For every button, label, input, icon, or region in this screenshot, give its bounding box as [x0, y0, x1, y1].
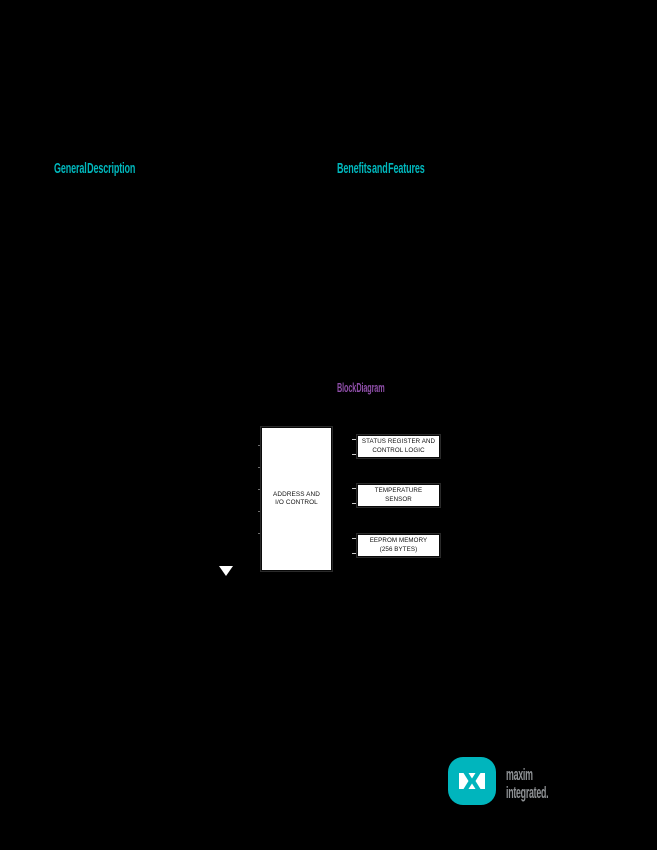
maxim-integrated-logo-icon — [448, 757, 496, 805]
block-address-io-control-line1: ADDRESS AND — [273, 490, 320, 498]
block-address-and-io-control: ADDRESS AND I/O CONTROL — [261, 427, 332, 571]
connector-stub — [352, 439, 356, 440]
heading-benefits-and-features: Benefits and Features — [337, 161, 425, 177]
connector-stub — [352, 454, 356, 455]
heading-general-description: General Description — [54, 161, 136, 177]
connector-tick — [258, 511, 261, 512]
heading-block-diagram: Block Diagram — [337, 381, 385, 395]
block-diagram: ADDRESS AND I/O CONTROL STATUS REGISTER … — [0, 415, 657, 590]
connector-tick — [258, 533, 261, 534]
block-temperature-sensor: TEMPERATURE SENSOR — [357, 484, 440, 507]
logo-wordmark-integrated: integrated. — [506, 783, 549, 802]
connector-stub — [352, 553, 356, 554]
block-status-register-line1: STATUS REGISTER AND — [361, 438, 436, 446]
footer-logo: maxim integrated. — [448, 757, 628, 811]
connector-tick — [258, 489, 261, 490]
logo-wordmark-maxim: maxim — [506, 765, 533, 784]
connector-tick — [258, 467, 261, 468]
connector-stub — [352, 503, 356, 504]
connector-stub — [352, 488, 356, 489]
block-status-register-and-control-logic: STATUS REGISTER AND CONTROL LOGIC — [357, 435, 440, 458]
bus-triangle-marker-icon — [219, 566, 233, 576]
block-temperature-sensor-line1: TEMPERATURE — [374, 487, 423, 495]
block-temperature-sensor-line2: SENSOR — [385, 495, 412, 503]
block-eeprom-memory-line1: EEPROM MEMORY — [369, 537, 428, 545]
block-status-register-line2: CONTROL LOGIC — [372, 446, 425, 454]
connector-stub — [352, 538, 356, 539]
connector-tick — [258, 445, 261, 446]
block-eeprom-memory-line2: (256 BYTES) — [379, 545, 418, 553]
block-address-io-control-line2: I/O CONTROL — [275, 499, 318, 506]
block-eeprom-memory: EEPROM MEMORY (256 BYTES) — [357, 534, 440, 557]
